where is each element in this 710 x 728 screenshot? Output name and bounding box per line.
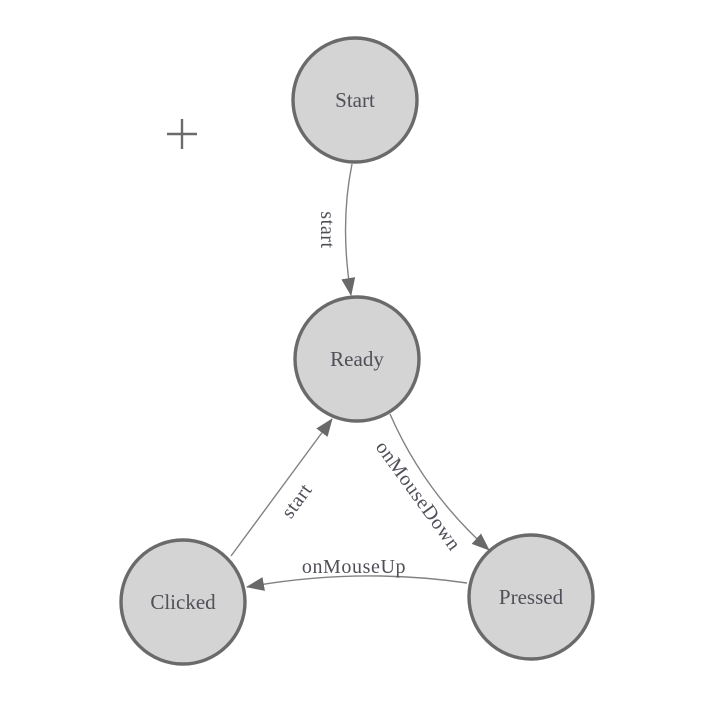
transition-pressed-to-clicked[interactable]: onMouseUp [246,556,468,591]
state-circle-start [291,36,419,164]
transition-clicked-to-ready[interactable]: start [230,418,333,557]
transition-edge-ready-to-pressed[interactable] [389,413,490,551]
state-label-clicked: Clicked [150,590,216,614]
state-circle-pressed [467,533,595,661]
state-circle-clicked [119,538,247,666]
state-node-ready[interactable]: Ready [293,295,421,423]
transition-edge-clicked-to-ready[interactable] [230,418,333,557]
transition-label-start: start [316,211,338,248]
transition-edge-pressed-to-clicked[interactable] [246,575,468,591]
state-label-pressed: Pressed [499,585,564,609]
transition-start-to-ready[interactable]: start [316,163,356,296]
state-node-pressed[interactable]: Pressed [467,533,595,661]
transition-label-onmouseup: onMouseUp [302,556,406,578]
state-label-ready: Ready [330,347,384,371]
transition-ready-to-pressed[interactable]: onMouseDown [371,413,490,555]
transition-label-onmousedown: onMouseDown [371,437,465,555]
state-circle-ready [293,295,421,423]
state-node-start[interactable]: Start [291,36,419,164]
transition-edge-start-to-ready[interactable] [341,163,356,296]
state-label-start: Start [335,88,375,112]
state-node-clicked[interactable]: Clicked [119,538,247,666]
crosshair-icon [167,119,197,149]
